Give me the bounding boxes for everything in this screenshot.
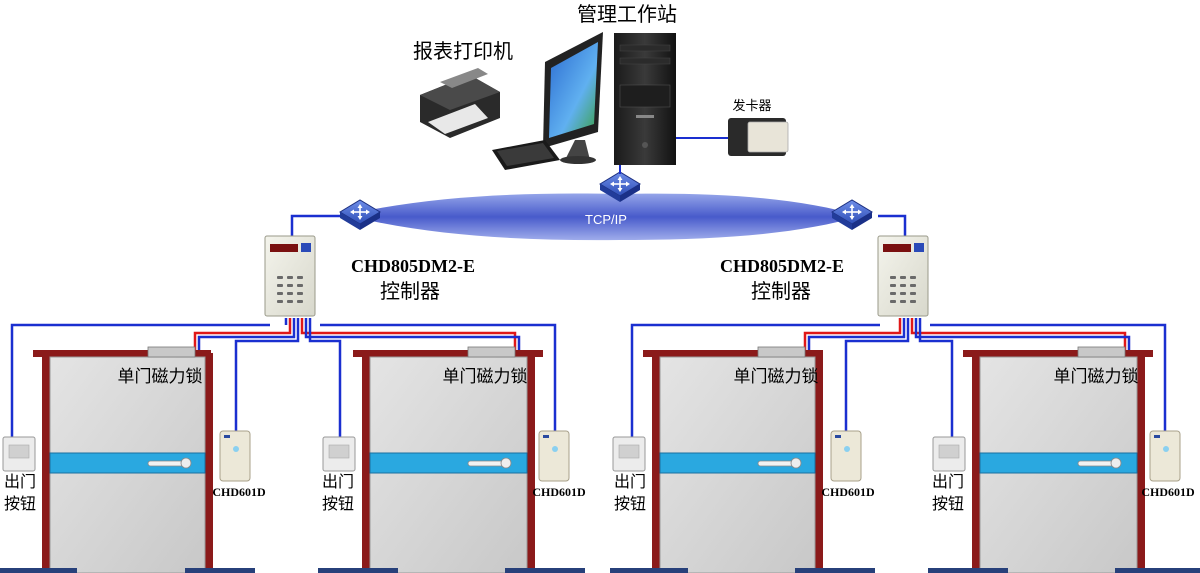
keyboard-icon [492, 140, 560, 170]
exit-button-label-line2: 按钮 [614, 495, 646, 513]
uplink-wire-right [878, 214, 907, 236]
printer-label: 报表打印机 [413, 40, 513, 63]
magnetic-lock-icon [467, 346, 516, 358]
controller-device-right-icon [877, 235, 929, 317]
report-printer: 报表打印机 [413, 40, 513, 138]
network-switch-right-icon [831, 199, 873, 231]
exit-button-label-line2: 按钮 [322, 495, 354, 513]
reader-model-label: CHD601D [821, 485, 875, 499]
workstation-label: 管理工作站 [577, 3, 677, 26]
door-unit-4: 单门磁力锁 出门 按钮 CHD601D [928, 346, 1200, 573]
reader-model-label: CHD601D [532, 485, 586, 499]
magnetic-lock-icon [1077, 346, 1126, 358]
lock-label: 单门磁力锁 [118, 367, 203, 386]
exit-button-icon [932, 436, 966, 472]
card-reader-icon [538, 430, 570, 482]
exit-button-label-line2: 按钮 [932, 495, 964, 513]
card-reader-icon [1149, 430, 1181, 482]
controller-device-left-icon [264, 235, 316, 317]
card-reader-icon [219, 430, 251, 482]
exit-button-icon [612, 436, 646, 472]
reader-model-label: CHD601D [1141, 485, 1195, 499]
controller-group-left: CHD805DM2-E 控制器 [10, 235, 557, 440]
card-reader-icon [830, 430, 862, 482]
management-workstation: 管理工作站 [492, 3, 677, 170]
card-issuer-icon [728, 118, 789, 156]
controller-type-right: 控制器 [751, 280, 811, 303]
magnetic-lock-icon [757, 346, 806, 358]
network-label: TCP/IP [585, 212, 627, 227]
door-unit-3: 单门磁力锁 出门 按钮 CHD601D [610, 346, 875, 573]
door-unit-1: 单门磁力锁 出门 按钮 CHD601D [0, 346, 266, 573]
exit-button-label-line1: 出门 [614, 473, 646, 491]
network-switch-left-icon [339, 199, 381, 231]
exit-button-label-line1: 出门 [322, 473, 354, 491]
exit-button-label-line2: 按钮 [4, 495, 36, 513]
door-unit-2: 单门磁力锁 出门 按钮 CHD601D [318, 346, 586, 573]
reader-model-label: CHD601D [212, 485, 266, 499]
printer-icon [420, 68, 500, 138]
controller-model-left: CHD805DM2-E [351, 256, 475, 276]
magnetic-lock-icon [147, 346, 196, 358]
tcp-ip-network: TCP/IP [345, 193, 860, 241]
lock-label: 单门磁力锁 [734, 367, 819, 386]
monitor-icon [543, 32, 603, 164]
card-issuer: 发卡器 [676, 98, 789, 156]
exit-button-label-line1: 出门 [932, 473, 964, 491]
exit-button-label-line1: 出门 [4, 473, 36, 491]
lock-label: 单门磁力锁 [1054, 367, 1139, 386]
exit-button-icon [2, 436, 36, 472]
uplink-wire-left [290, 214, 345, 236]
controller-type-left: 控制器 [380, 280, 440, 303]
lock-label: 单门磁力锁 [443, 367, 528, 386]
card-issuer-label: 发卡器 [732, 98, 771, 113]
computer-tower-icon [614, 33, 676, 165]
controller-model-right: CHD805DM2-E [720, 256, 844, 276]
controller-group-right: CHD805DM2-E 控制器 [630, 235, 1167, 440]
exit-button-icon [322, 436, 356, 472]
